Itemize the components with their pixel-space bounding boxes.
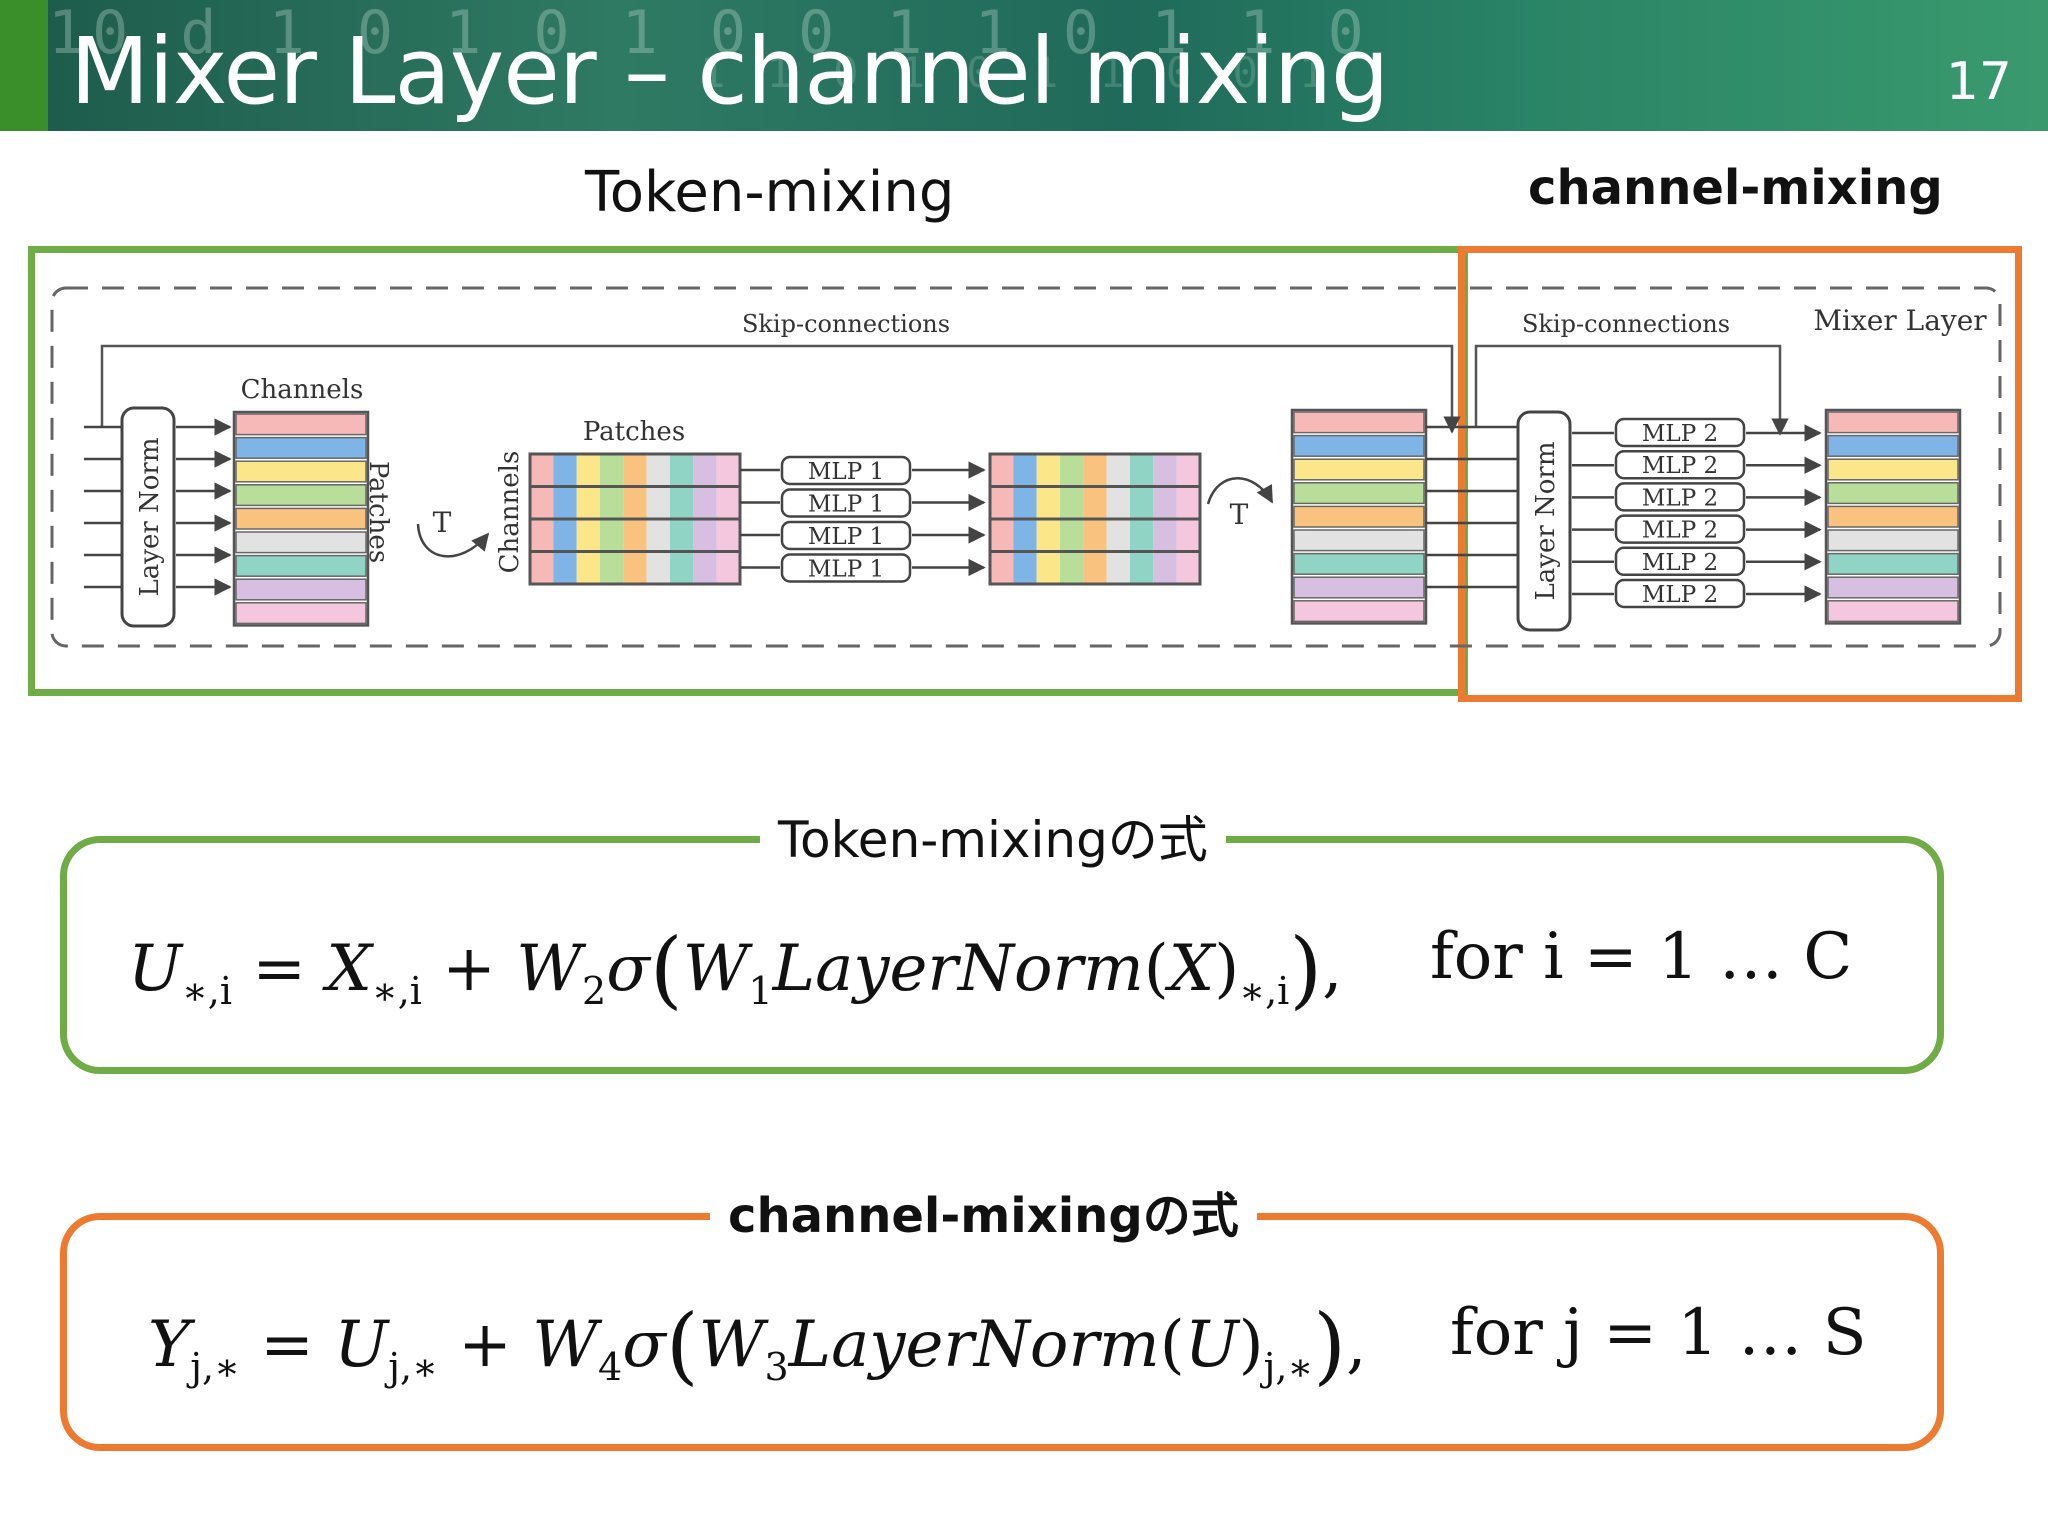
- mlp2-label: MLP 2: [1642, 518, 1718, 544]
- binary-background-decoration-2: 1 1 0 1 0 1 1 0 0 1: [700, 48, 1333, 97]
- mlp2-block: MLP 2: [1614, 514, 1746, 544]
- mlp2-block: MLP 2: [1614, 417, 1746, 448]
- channel-mixing-equation: Yj,∗ = Uj,∗ + W4σ(W3LayerNorm(U)j,∗),: [148, 1296, 1367, 1394]
- skip-connections-label-2: Skip-connections: [1522, 310, 1730, 338]
- mlp2-blocks: MLP 2 MLP 2 MLP 2 MLP 2 MLP 2 MLP 2: [1572, 417, 1822, 609]
- mlp2-block: MLP 2: [1614, 546, 1746, 577]
- channel-row: [1827, 529, 1959, 552]
- token-mixing-label: Token-mixing: [585, 160, 955, 225]
- title-accent-bar: [0, 0, 48, 131]
- channels-label: Channels: [241, 375, 364, 405]
- mlp2-block: MLP 2: [1614, 578, 1746, 609]
- mlp2-block: MLP 2: [1614, 449, 1746, 480]
- channel-row: [235, 413, 367, 436]
- token-mixing-equation-label: Token-mixingの式: [760, 800, 1226, 872]
- channels-row-stack-1: [232, 410, 370, 627]
- channel-row: [1293, 600, 1425, 623]
- mixer-layer-diagram: Skip-connections Skip-connections Mixer …: [50, 286, 2002, 648]
- channel-row: [235, 531, 367, 554]
- patch-grid-2: [988, 452, 1202, 586]
- channel-row: [1293, 576, 1425, 599]
- channel-row: [1827, 458, 1959, 481]
- channel-row: [1827, 482, 1959, 505]
- channel-mixing-label: channel-mixing: [1528, 160, 1943, 216]
- mlp1-label: MLP 1: [808, 459, 884, 485]
- channel-row: [235, 507, 367, 530]
- mlp1-label: MLP 1: [808, 557, 884, 583]
- layer-norm-out-arrows-1: [176, 418, 232, 596]
- channel-mixing-equation-label: channel-mixingの式: [710, 1176, 1257, 1246]
- slide-number: 17: [1945, 52, 2012, 112]
- channel-row: [235, 484, 367, 507]
- transpose-arrow-1: [416, 523, 490, 558]
- mlp2-label: MLP 2: [1642, 453, 1718, 479]
- channel-row: [1827, 434, 1959, 457]
- mlp2-label: MLP 2: [1642, 550, 1718, 576]
- mlp1-block: MLP 1: [780, 520, 912, 551]
- patches-label: Patches: [583, 417, 685, 447]
- channel-row: [235, 554, 367, 577]
- layer-norm-label-1: Layer Norm: [135, 437, 165, 596]
- token-mixing-equation: U∗,i = X∗,i + W2σ(W1LayerNorm(X)∗,i),: [128, 920, 1343, 1018]
- channel-row: [235, 436, 367, 459]
- skip-connection-channel: [1474, 344, 1789, 436]
- token-mixing-range: for i = 1 … C: [1430, 920, 1853, 994]
- channel-row: [235, 602, 367, 625]
- mlp2-label: MLP 2: [1642, 485, 1718, 511]
- layer-norm-label-2: Layer Norm: [1531, 441, 1561, 600]
- channel-row: [1293, 411, 1425, 434]
- mlp1-label: MLP 1: [808, 492, 884, 518]
- channel-row: [1293, 505, 1425, 528]
- channels-row-stack-3: [1824, 408, 1962, 625]
- mixer-layer-dashed-outline: [50, 286, 2002, 648]
- channels-row-stack-2: [1290, 408, 1428, 625]
- channel-row: [1293, 552, 1425, 575]
- channel-row: [1293, 529, 1425, 552]
- channel-mixing-range: for j = 1 … S: [1450, 1296, 1867, 1370]
- mixer-layer-label: Mixer Layer: [1813, 304, 1987, 337]
- mlp2-block: MLP 2: [1614, 482, 1746, 512]
- layer-norm-block-1: [120, 406, 176, 628]
- binary-background-decoration: 10 d 1 0 1 0 1 0 0 1 1 0 1 1 0: [48, 0, 1372, 68]
- slide-title: Mixer Layer – channel mixing: [70, 18, 1389, 125]
- patch-grid-1: [528, 452, 742, 586]
- channel-row: [1827, 576, 1959, 599]
- channel-row: [1293, 458, 1425, 481]
- transpose-label-2: T: [1230, 498, 1249, 531]
- title-banner: 10 d 1 0 1 0 1 0 0 1 1 0 1 1 0 1 1 0 1 0…: [0, 0, 2048, 131]
- channel-row: [1827, 411, 1959, 434]
- mlp2-label: MLP 2: [1642, 421, 1718, 447]
- transpose-arrow-2: [1206, 477, 1274, 505]
- skip-connection-token: [100, 344, 1461, 434]
- channel-row: [235, 578, 367, 601]
- mlp1-block: MLP 1: [780, 455, 912, 486]
- channel-row: [1827, 552, 1959, 575]
- layer-norm-block-2: [1516, 410, 1572, 632]
- stack2-out-lines: [1426, 425, 1518, 589]
- patches-side-label: Patches: [363, 461, 393, 563]
- transpose-label-1: T: [433, 506, 452, 539]
- mlp1-block: MLP 1: [780, 553, 912, 583]
- channel-row: [1827, 600, 1959, 623]
- channel-row: [1827, 505, 1959, 528]
- mlp1-blocks: MLP 1 MLP 1 MLP 1 MLP 1: [740, 455, 986, 583]
- skip-connections-label-1: Skip-connections: [742, 310, 950, 338]
- channel-mixing-highlight-box: [1458, 246, 2022, 702]
- channels-side-label: Channels: [495, 451, 525, 574]
- mlp1-label: MLP 1: [808, 524, 884, 550]
- mlp1-block: MLP 1: [780, 488, 912, 518]
- channel-row: [1293, 482, 1425, 505]
- channel-row: [235, 460, 367, 483]
- channel-row: [1293, 434, 1425, 457]
- mlp2-label: MLP 2: [1642, 582, 1718, 608]
